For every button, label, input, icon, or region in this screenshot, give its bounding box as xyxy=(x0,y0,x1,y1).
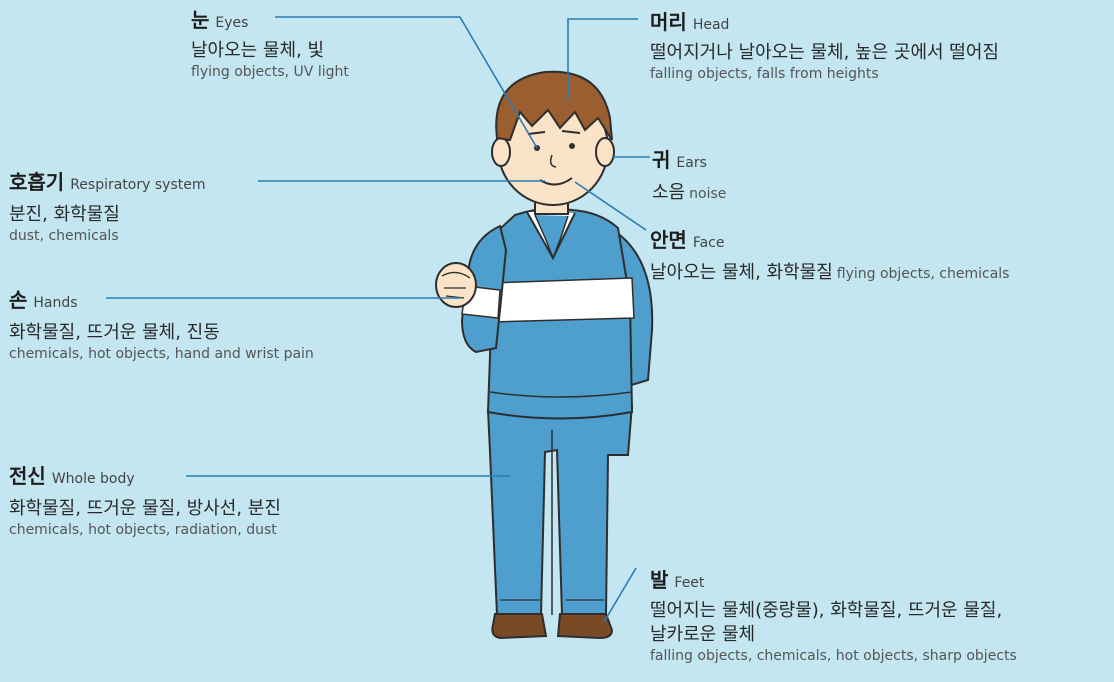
head-ko-title: 머리 xyxy=(650,10,687,34)
face-ko-title: 안면 xyxy=(650,228,687,252)
eyes-en-desc: flying objects, UV light xyxy=(191,63,349,82)
face-en-desc: flying objects, chemicals xyxy=(837,266,1010,282)
leader-feet xyxy=(604,568,636,622)
head-ko-desc: 떨어지거나 날아오는 물체, 높은 곳에서 떨어짐 xyxy=(650,41,999,65)
left-arm xyxy=(436,226,506,352)
ears-en-desc: noise xyxy=(689,186,726,202)
label-hands: 손 Hands 화학물질, 뜨거운 물체, 진동 chemicals, hot o… xyxy=(9,284,314,364)
ears-ko-title: 귀 xyxy=(652,148,670,172)
ears-en-title: Ears xyxy=(676,155,706,171)
feet-ko-title: 발 xyxy=(650,568,668,592)
hands-ko-desc: 화학물질, 뜨거운 물체, 진동 xyxy=(9,321,314,345)
label-head: 머리 Head 떨어지거나 날아오는 물체, 높은 곳에서 떨어짐 falling… xyxy=(650,6,999,84)
ears-ko-desc: 소음 xyxy=(652,182,685,203)
whole-body-en-desc: chemicals, hot objects, radiation, dust xyxy=(9,521,281,540)
face-ko-desc: 날아오는 물체, 화학물질 xyxy=(650,262,833,283)
head-en-desc: falling objects, falls from heights xyxy=(650,65,999,84)
face-en-title: Face xyxy=(693,235,725,251)
hands-ko-title: 손 xyxy=(9,288,27,312)
respiratory-en-title: Respiratory system xyxy=(70,177,205,193)
head xyxy=(492,72,614,205)
label-respiratory: 호흡기 Respiratory system 분진, 화학물질 dust, che… xyxy=(9,166,205,246)
head-en-title: Head xyxy=(693,17,730,33)
feet-en-desc: falling objects, chemicals, hot objects,… xyxy=(650,647,1017,666)
feet-ko-desc-2: 날카로운 물체 xyxy=(650,623,1017,647)
label-feet: 발 Feet 떨어지는 물체(중량물), 화학물질, 뜨거운 물질, 날카로운 물… xyxy=(650,564,1017,666)
label-whole-body: 전신 Whole body 화학물질, 뜨거운 물질, 방사선, 분진 chemi… xyxy=(9,460,281,540)
shoes xyxy=(492,614,612,638)
pants xyxy=(488,405,632,615)
whole-body-ko-title: 전신 xyxy=(9,464,46,488)
respiratory-en-desc: dust, chemicals xyxy=(9,227,205,246)
respiratory-ko-title: 호흡기 xyxy=(9,170,64,194)
sweater xyxy=(488,208,634,418)
eyes-en-title: Eyes xyxy=(215,15,248,31)
hands-en-desc: chemicals, hot objects, hand and wrist p… xyxy=(9,345,314,364)
feet-en-title: Feet xyxy=(674,575,704,591)
eyes-ko-title: 눈 xyxy=(191,8,209,32)
respiratory-ko-desc: 분진, 화학물질 xyxy=(9,203,205,227)
feet-ko-desc-1: 떨어지는 물체(중량물), 화학물질, 뜨거운 물질, xyxy=(650,599,1017,623)
label-eyes: 눈 Eyes 날아오는 물체, 빛 flying objects, UV ligh… xyxy=(191,4,349,82)
whole-body-en-title: Whole body xyxy=(52,471,135,487)
eyes-ko-desc: 날아오는 물체, 빛 xyxy=(191,39,349,63)
hands-en-title: Hands xyxy=(33,295,77,311)
whole-body-ko-desc: 화학물질, 뜨거운 물질, 방사선, 분진 xyxy=(9,497,281,521)
